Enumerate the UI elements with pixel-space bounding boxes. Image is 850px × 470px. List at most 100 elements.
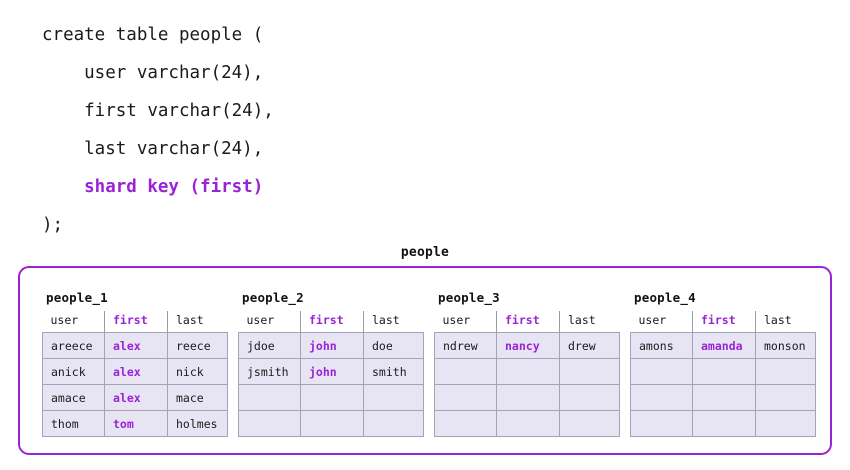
table-cell-empty [496, 384, 560, 411]
table-cell-empty [496, 410, 560, 437]
column-header-first: first [300, 311, 364, 333]
table-cell-user: amace [42, 384, 105, 411]
sql-line-2: user varchar(24), [42, 63, 264, 83]
column-header-user: user [246, 313, 275, 327]
sql-line-4: last varchar(24), [42, 139, 264, 159]
cluster-table-title: people [400, 245, 450, 260]
table-cell-empty [755, 384, 816, 411]
shard-title: people_4 [634, 290, 696, 305]
table-cell-empty [630, 410, 693, 437]
table-cell-empty [434, 410, 497, 437]
sql-line-1: create table people ( [42, 25, 264, 45]
table-cell-user: jsmith [238, 358, 301, 385]
table-row [238, 384, 424, 411]
table-cell-empty [692, 410, 756, 437]
table-cell-last: smith [363, 358, 424, 385]
table-cell-user: amons [630, 332, 693, 359]
table-cell-first: alex [104, 384, 168, 411]
table-cell-empty [630, 384, 693, 411]
sql-line-3: first varchar(24), [42, 101, 274, 121]
table-cell-empty [559, 410, 620, 437]
table-cell-first: tom [104, 410, 168, 437]
table-cell-last: holmes [167, 410, 228, 437]
table-cell-first: nancy [496, 332, 560, 359]
table-row [630, 358, 816, 385]
table-cell-user: areece [42, 332, 105, 359]
table-cell-empty [300, 410, 364, 437]
table-cell-user: anick [42, 358, 105, 385]
table-cell-empty [238, 410, 301, 437]
table-cell-empty [434, 384, 497, 411]
shard-title: people_1 [46, 290, 108, 305]
table-cell-empty [363, 384, 424, 411]
column-header-last: last [755, 311, 816, 333]
table-row [630, 410, 816, 437]
table-row [630, 384, 816, 411]
table-cell-empty [692, 384, 756, 411]
table-cell-empty [238, 384, 301, 411]
table-row [434, 358, 620, 385]
table-cell-last: monson [755, 332, 816, 359]
table-row [238, 410, 424, 437]
table-cell-last: reece [167, 332, 228, 359]
table-cell-empty [692, 358, 756, 385]
table-cell-last: doe [363, 332, 424, 359]
table-cell-first: john [300, 332, 364, 359]
table-cell-user: ndrew [434, 332, 497, 359]
sql-code-block: create table people ( user varchar(24), … [42, 16, 274, 244]
column-header-last: last [559, 311, 620, 333]
table-cell-empty [434, 358, 497, 385]
table-cell-empty [496, 358, 560, 385]
table-cell-first: john [300, 358, 364, 385]
table-cell-user: thom [42, 410, 105, 437]
table-cell-empty [363, 410, 424, 437]
sql-line-5: shard key (first) [42, 177, 264, 197]
table-row [434, 410, 620, 437]
table-cell-empty [559, 384, 620, 411]
column-header-last: last [363, 311, 424, 333]
table-cell-first: alex [104, 358, 168, 385]
table-cell-empty [755, 358, 816, 385]
sql-line-6: ); [42, 215, 64, 235]
shard-title: people_3 [438, 290, 500, 305]
shard-title: people_2 [242, 290, 304, 305]
column-header-first: first [692, 311, 756, 333]
table-cell-user: jdoe [238, 332, 301, 359]
table-row [434, 384, 620, 411]
table-cell-empty [630, 358, 693, 385]
column-header-user: user [50, 313, 79, 327]
table-cell-last: drew [559, 332, 620, 359]
table-cell-last: mace [167, 384, 228, 411]
column-header-user: user [442, 313, 471, 327]
table-cell-empty [300, 384, 364, 411]
table-cell-empty [559, 358, 620, 385]
table-cell-first: amanda [692, 332, 756, 359]
table-cell-first: alex [104, 332, 168, 359]
column-header-first: first [496, 311, 560, 333]
table-cell-empty [755, 410, 816, 437]
column-header-first: first [104, 311, 168, 333]
column-header-last: last [167, 311, 228, 333]
column-header-user: user [638, 313, 667, 327]
